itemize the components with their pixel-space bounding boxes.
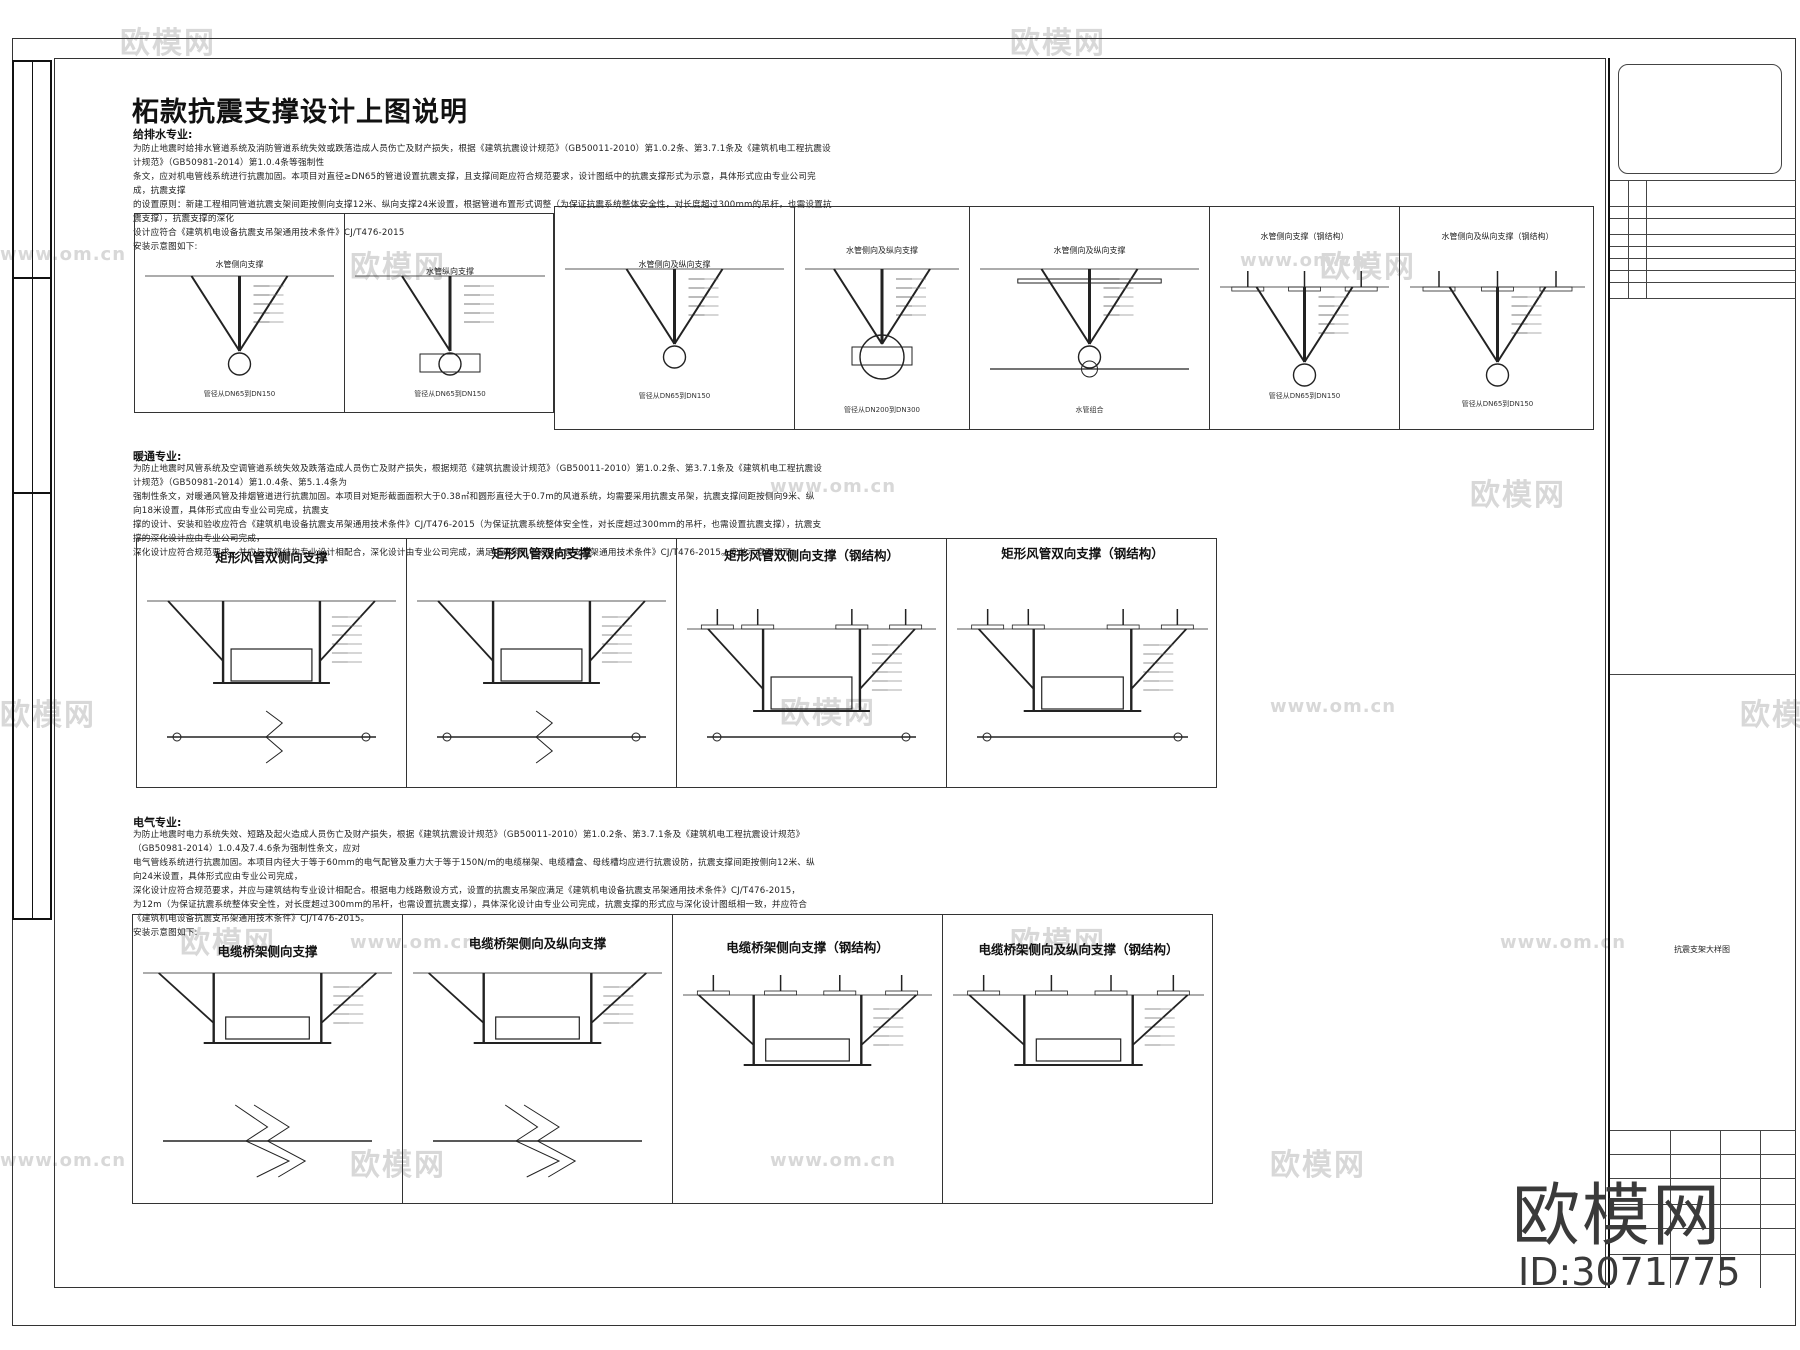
schematic-drawing [143,972,392,1178]
detail-water-lat-long-1: 水管侧向及纵向支撑 管径从DN65到DN150 [555,207,795,429]
schematic-drawing [147,600,396,764]
detail-water-lat-long-steel: 水管侧向及纵向支撑（钢结构） 管径从DN65到DN150 [1400,207,1595,429]
schematic-drawing [687,609,936,742]
detail-duct-double-lateral: 矩形风管双侧向支撑 [137,539,407,787]
electrical-panel: 电缆桥架侧向支撑 电缆桥架侧向及纵向支撑 电缆桥架侧向支撑（钢结构） 电缆桥架侧… [132,914,1213,1204]
schematic-drawing [145,275,334,376]
hvac-heading: 暖通专业: [133,450,182,463]
schematic-drawing [683,975,932,1066]
schematic-drawing [355,275,545,376]
schematic-drawing [417,600,666,764]
detail-tray-lateral-steel: 电缆桥架侧向支撑（钢结构） [673,915,943,1203]
plumbing-heading: 给排水专业: [133,128,193,141]
schematic-drawing [565,268,784,369]
schematic-drawing [953,975,1204,1066]
detail-tray-lat-long: 电缆桥架侧向及纵向支撑 [403,915,673,1203]
electrical-description: 为防止地震时电力系统失效、短路及起火造成人员伤亡及财产损失，根据《建筑抗震设计规… [133,830,815,938]
detail-water-longitudinal: 水管纵向支撑 管径从DN65到DN150 [345,214,555,412]
schematic-drawing [957,609,1208,742]
plumbing-panel-left: 水管侧向支撑 管径从DN65到DN150 水管纵向支撑 管径从DN65到DN15… [134,213,554,413]
schematic-drawing [1220,271,1389,387]
schematic-drawing [805,268,959,380]
detail-water-combination: 水管侧向及纵向支撑 水管组合 [970,207,1210,429]
schematic-drawing [1410,271,1585,387]
hvac-description: 为防止地震时风管系统及空调管道系统失效及跌落造成人员伤亡及财产损失，根据规范《建… [133,464,823,558]
hvac-panel: 矩形风管双侧向支撑 矩形风管双向支撑 矩形风管双侧向支撑（钢结构） 矩形风管双向… [136,538,1217,788]
electrical-heading: 电气专业: [133,816,182,829]
detail-water-lateral: 水管侧向支撑 管径从DN65到DN150 [135,214,345,412]
title-block-logo-box [1618,64,1782,174]
brand-id: ID:3071775 [1518,1250,1741,1294]
plumbing-panel-right: 水管侧向及纵向支撑 管径从DN65到DN150 水管侧向及纵向支撑 管径从DN2… [554,206,1594,430]
detail-duct-bidirectional: 矩形风管双向支撑 [407,539,677,787]
detail-water-lateral-steel: 水管侧向支撑（钢结构） 管径从DN65到DN150 [1210,207,1400,429]
detail-duct-bidirectional-steel: 矩形风管双向支撑（钢结构） [947,539,1218,787]
page-title: 柘款抗震支撑设计上图说明 [132,97,468,128]
drawing-inner-frame [54,58,1606,1288]
plumbing-description: 为防止地震时给排水管道系统及消防管道系统失效或跌落造成人员伤亡及财产损失，根据《… [133,144,832,252]
detail-tray-lateral: 电缆桥架侧向支撑 [133,915,403,1203]
drawing-name: 抗震支架大样图 [1674,945,1730,954]
schematic-drawing [980,268,1199,378]
binding-strip [12,60,52,920]
detail-duct-double-lateral-steel: 矩形风管双侧向支撑（钢结构） [677,539,947,787]
detail-water-lat-long-2: 水管侧向及纵向支撑 管径从DN200到DN300 [795,207,970,429]
title-block: 抗震支架大样图 [1608,58,1796,1288]
detail-tray-lat-long-steel: 电缆桥架侧向及纵向支撑（钢结构） [943,915,1214,1203]
brand-logo-text: 欧模网 [1512,1177,1723,1256]
schematic-drawing [413,972,662,1178]
